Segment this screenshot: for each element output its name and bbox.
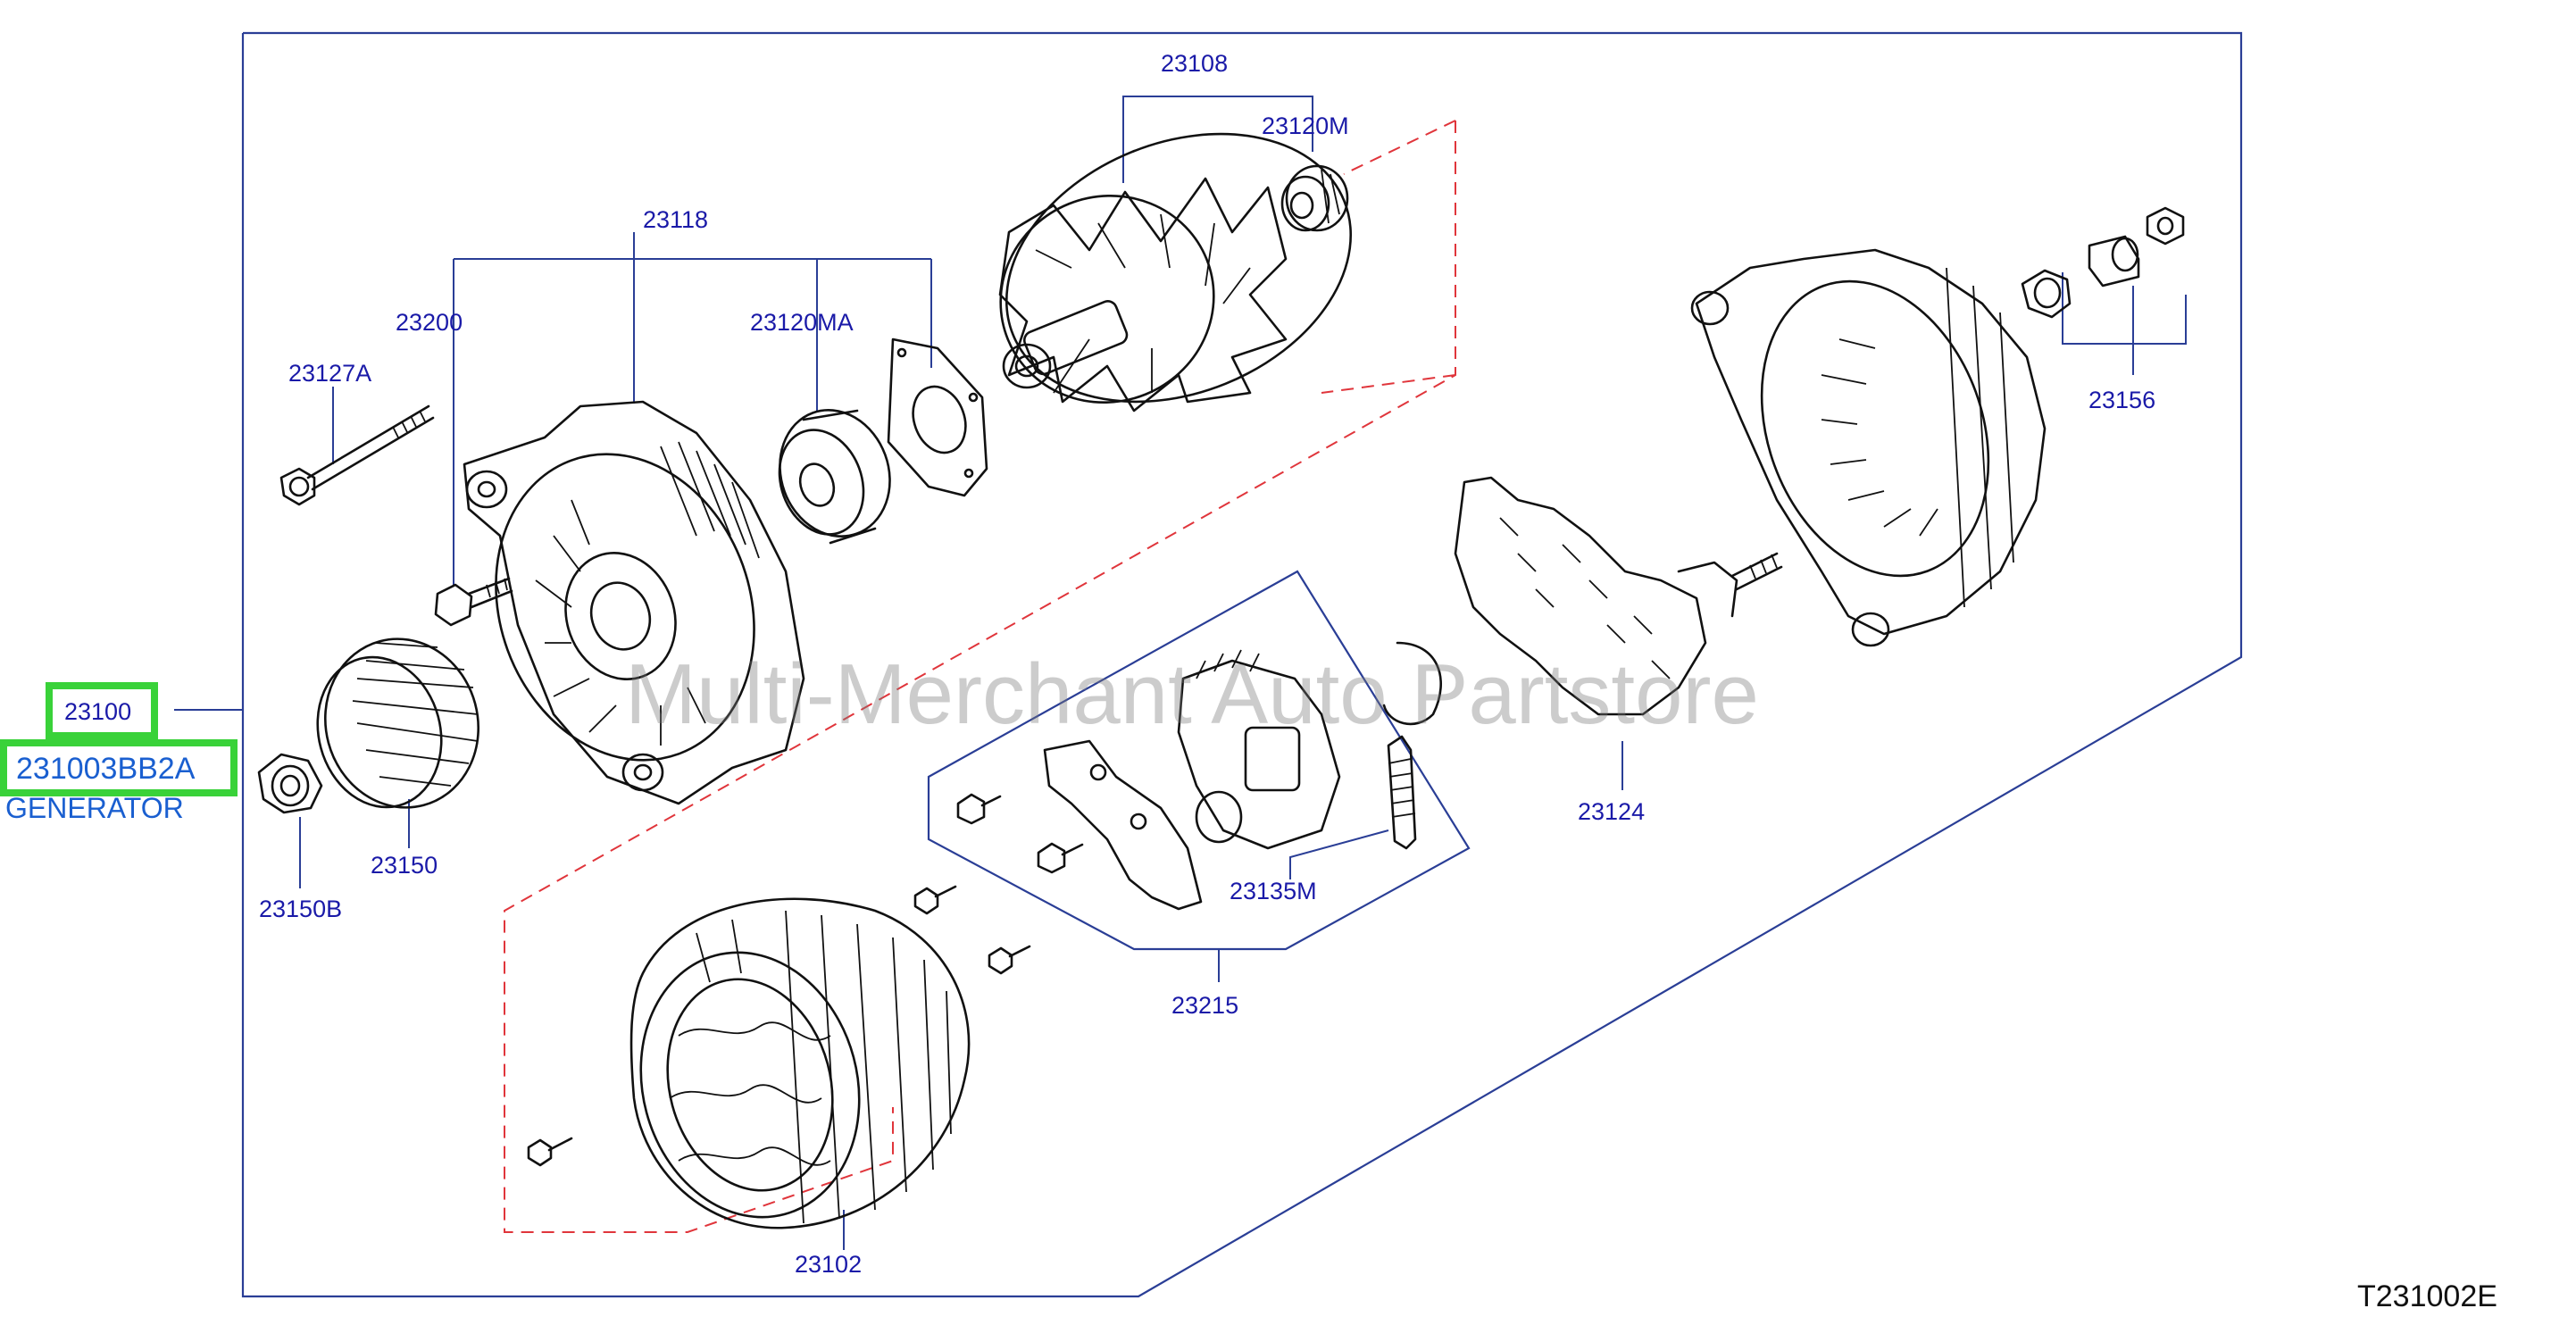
label-23215[interactable]: 23215 bbox=[1171, 992, 1238, 1019]
label-23127a[interactable]: 23127A bbox=[288, 360, 371, 387]
label-23150b[interactable]: 23150B bbox=[259, 896, 342, 922]
label-23156[interactable]: 23156 bbox=[2088, 387, 2155, 413]
watermark: Multi-Merchant Auto Partstore bbox=[625, 646, 1759, 742]
label-23120m[interactable]: 23120M bbox=[1262, 112, 1349, 139]
part-code-highlight bbox=[0, 739, 238, 796]
retainer-plate-drawing bbox=[887, 338, 988, 497]
stator-screws-drawing bbox=[527, 885, 1031, 1167]
regulator-group-frame bbox=[927, 570, 1471, 951]
label-23118[interactable]: 23118 bbox=[643, 206, 708, 233]
bracket-bolt-drawing bbox=[434, 577, 513, 627]
label-23102[interactable]: 23102 bbox=[795, 1251, 862, 1278]
front-bracket-drawing bbox=[463, 400, 805, 805]
assembly-number-highlight bbox=[46, 682, 158, 739]
rear-bracket-drawing bbox=[1690, 248, 2047, 647]
assembly-name: GENERATOR bbox=[5, 792, 184, 824]
assembly-frame bbox=[241, 31, 2243, 1298]
rectifier-drawing bbox=[1454, 476, 1783, 716]
label-23120ma[interactable]: 23120MA bbox=[750, 309, 854, 336]
label-23108[interactable]: 23108 bbox=[1161, 50, 1228, 77]
label-23150[interactable]: 23150 bbox=[371, 852, 438, 879]
rotor-drawing bbox=[998, 132, 1353, 412]
terminal-kit-drawing bbox=[2021, 206, 2185, 319]
label-23124[interactable]: 23124 bbox=[1578, 798, 1645, 825]
part-code[interactable]: 231003BB2A bbox=[16, 752, 196, 786]
stator-drawing bbox=[629, 897, 971, 1229]
through-bolt-drawing bbox=[279, 404, 435, 506]
label-23135m[interactable]: 23135M bbox=[1230, 878, 1317, 904]
regulator-drawing bbox=[956, 641, 1442, 911]
front-bearing-drawing bbox=[778, 408, 891, 545]
pulley-nut-drawing bbox=[257, 753, 323, 814]
diagram-code: T231002E bbox=[2357, 1279, 2497, 1313]
assembly-number[interactable]: 23100 bbox=[64, 698, 131, 725]
pulley-drawing bbox=[316, 638, 480, 809]
rear-bearing-drawing bbox=[1280, 164, 1349, 232]
label-23200[interactable]: 23200 bbox=[396, 309, 463, 336]
